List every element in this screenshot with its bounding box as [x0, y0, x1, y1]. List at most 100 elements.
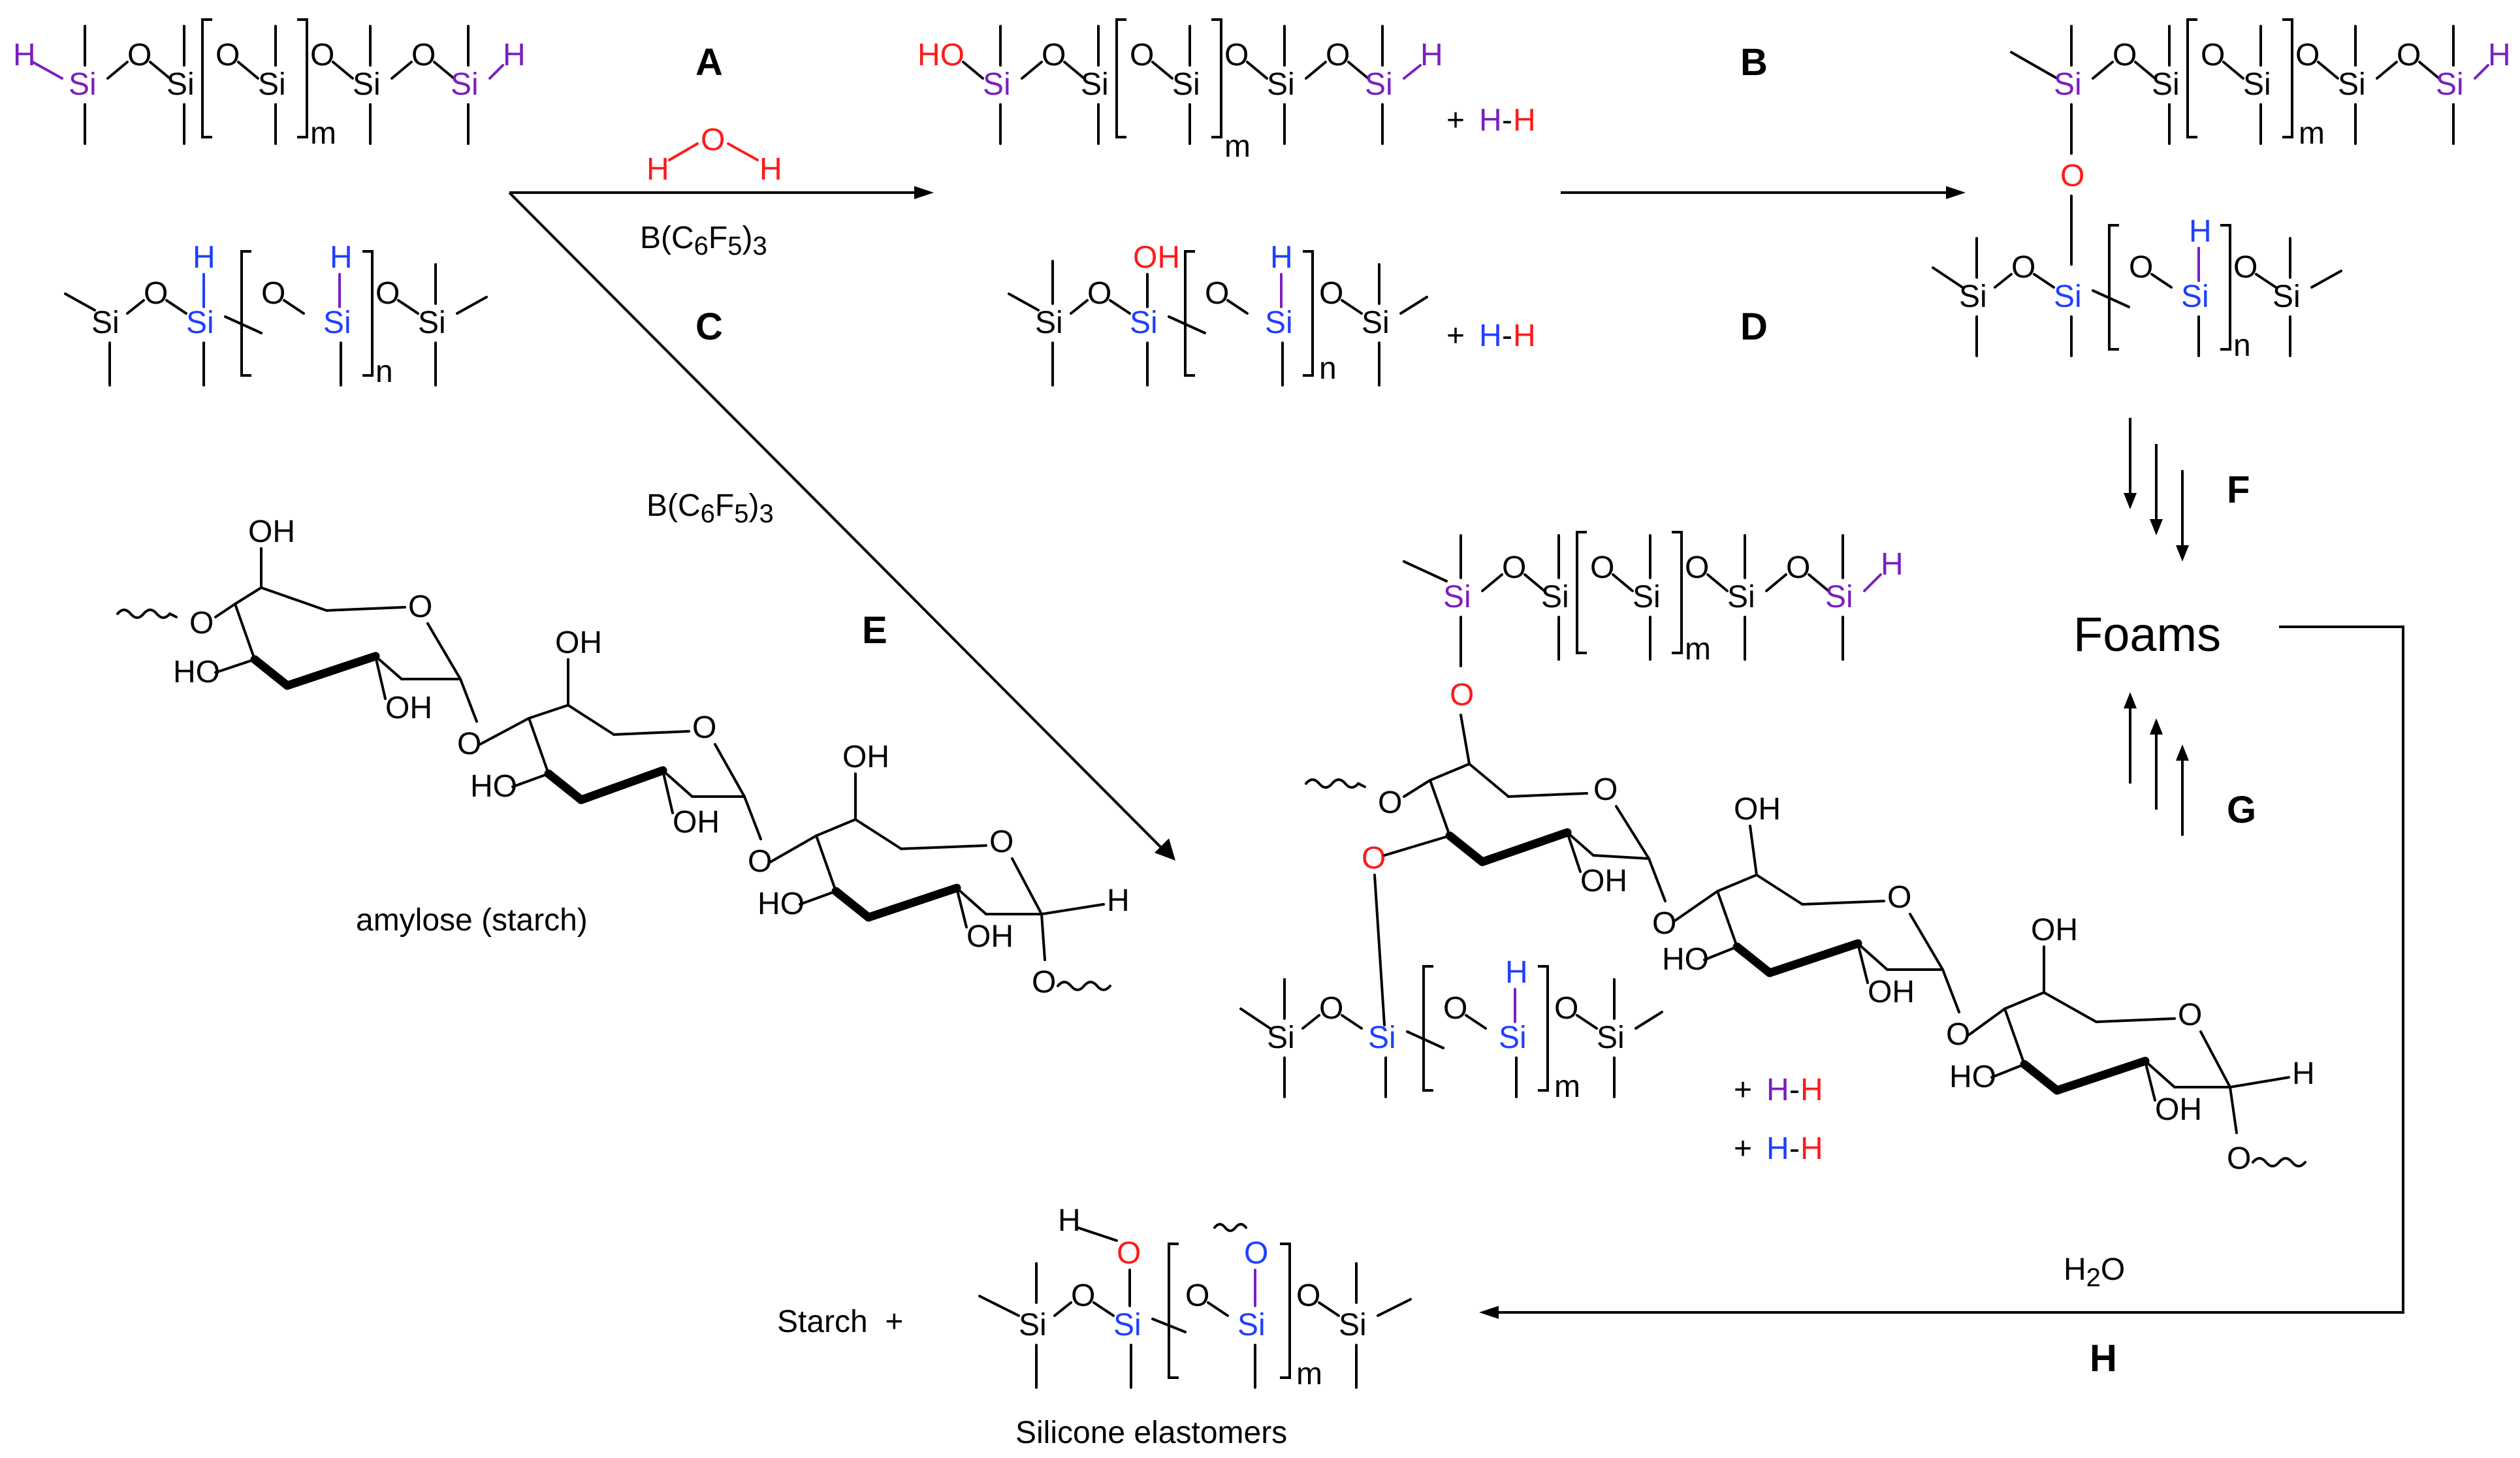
o: O: [1205, 276, 1229, 311]
bond: [613, 730, 690, 736]
h-end: H: [1881, 547, 1904, 582]
si: Si: [418, 306, 446, 340]
bond: [2010, 51, 2058, 80]
h-red: H: [1800, 1073, 1823, 1107]
catalyst-1: B(C6F5)3: [640, 221, 767, 261]
plus: +: [1734, 1132, 1752, 1166]
o: O: [2233, 250, 2257, 285]
arrowhead-F-1: [2124, 493, 2137, 509]
bond: [2092, 61, 2114, 80]
plus: +: [1734, 1073, 1752, 1107]
wedge-bond: [1732, 942, 1774, 977]
si-terminal: Si: [1365, 67, 1393, 102]
o-link: O: [1652, 906, 1676, 941]
amylose-caption: amylose (starch): [356, 903, 588, 938]
wedge-bond: [250, 655, 292, 690]
bond: [1716, 874, 1758, 893]
reagents: H O H B(C6F5)3 B(C6F5)3 H2O: [640, 123, 2125, 1292]
o: O: [1590, 550, 1614, 585]
label-C: C: [695, 306, 723, 348]
o: O: [2011, 250, 2035, 285]
bracket-right: [362, 250, 374, 377]
o-link: O: [457, 727, 481, 761]
si-h: Si: [186, 306, 214, 340]
h-on-si: H: [1505, 955, 1528, 990]
bond: [2317, 61, 2339, 80]
h-red: H: [1513, 103, 1536, 138]
bond: [459, 678, 478, 723]
bond: [1592, 854, 1650, 860]
si: Si: [1035, 306, 1063, 340]
wedge-bond: [1478, 828, 1572, 866]
oh: OH: [385, 691, 432, 725]
bond: [1246, 61, 1268, 80]
bond: [426, 622, 462, 680]
label-D: D: [1740, 306, 1768, 348]
bond: [1507, 792, 1588, 798]
o-link: O: [189, 606, 214, 641]
bond: [214, 603, 236, 618]
o: O: [1443, 991, 1467, 1026]
bond: [1093, 1301, 1115, 1317]
label-E: E: [862, 609, 887, 652]
bond: [1635, 1011, 1663, 1030]
bracket-right: [1672, 531, 1683, 654]
bond: [2043, 991, 2097, 1023]
bond: [237, 61, 259, 80]
bond: [1703, 945, 1738, 961]
wedge-bond: [831, 887, 873, 922]
subscript-m: m: [1554, 1070, 1580, 1104]
o: O: [1224, 38, 1249, 72]
o: O: [1042, 38, 1066, 72]
si: Si: [2338, 67, 2366, 102]
bond: [2474, 64, 2489, 80]
bond: [1305, 61, 1327, 80]
h-red: H: [1513, 319, 1536, 353]
bond: [1318, 1301, 1340, 1317]
si: Si: [1362, 306, 1390, 340]
bond: [1429, 763, 1471, 782]
oh: OH: [555, 626, 602, 660]
si-terminal-right: Si: [451, 67, 479, 102]
bond: [1994, 273, 2013, 289]
o: O: [1554, 991, 1578, 1026]
h-red: H: [1800, 1132, 1823, 1166]
ring-o: O: [408, 590, 432, 624]
bond: [2222, 61, 2244, 80]
bond: [1406, 1030, 1444, 1049]
step-labels: A B C D E F G H: [695, 41, 2256, 1380]
wavy-end: [116, 609, 178, 619]
bond: [1612, 573, 1634, 592]
hydrogen-gas-4: + H - H: [1734, 1132, 1823, 1166]
bond: [1863, 573, 1882, 592]
bond: [962, 61, 984, 80]
si-oh: Si: [1130, 306, 1158, 340]
si-crosslink: Si: [2054, 279, 2082, 314]
bond: [2310, 270, 2342, 289]
o-link: O: [2227, 1141, 2251, 1176]
ring-o: O: [1593, 772, 1618, 807]
arrowhead-E: [1155, 838, 1175, 861]
bond: [1070, 299, 1089, 315]
h-on-si: H: [330, 240, 353, 275]
bond: [149, 61, 171, 80]
bond: [2003, 1007, 2026, 1066]
arrowhead-G-2: [2150, 718, 2163, 735]
o: O: [1319, 276, 1343, 311]
subscript-m: m: [310, 116, 336, 151]
bond: [2003, 991, 2045, 1010]
bond: [106, 61, 129, 80]
bond: [769, 834, 818, 863]
si: Si: [167, 67, 195, 102]
bond: [1465, 1014, 1487, 1030]
silicone-elastomers-caption: Silicone elastomers: [1015, 1416, 1287, 1450]
hydrogen-gas-2: + H - H: [1446, 319, 1536, 353]
bond: [433, 61, 455, 80]
bond: [1857, 942, 1889, 971]
subscript-m: m: [1296, 1357, 1322, 1391]
bond: [2144, 1060, 2176, 1088]
bracket-left: [201, 18, 212, 138]
bond: [528, 704, 569, 720]
bond: [662, 769, 694, 798]
hydrogen-gas-3: + H - H: [1734, 1073, 1823, 1107]
